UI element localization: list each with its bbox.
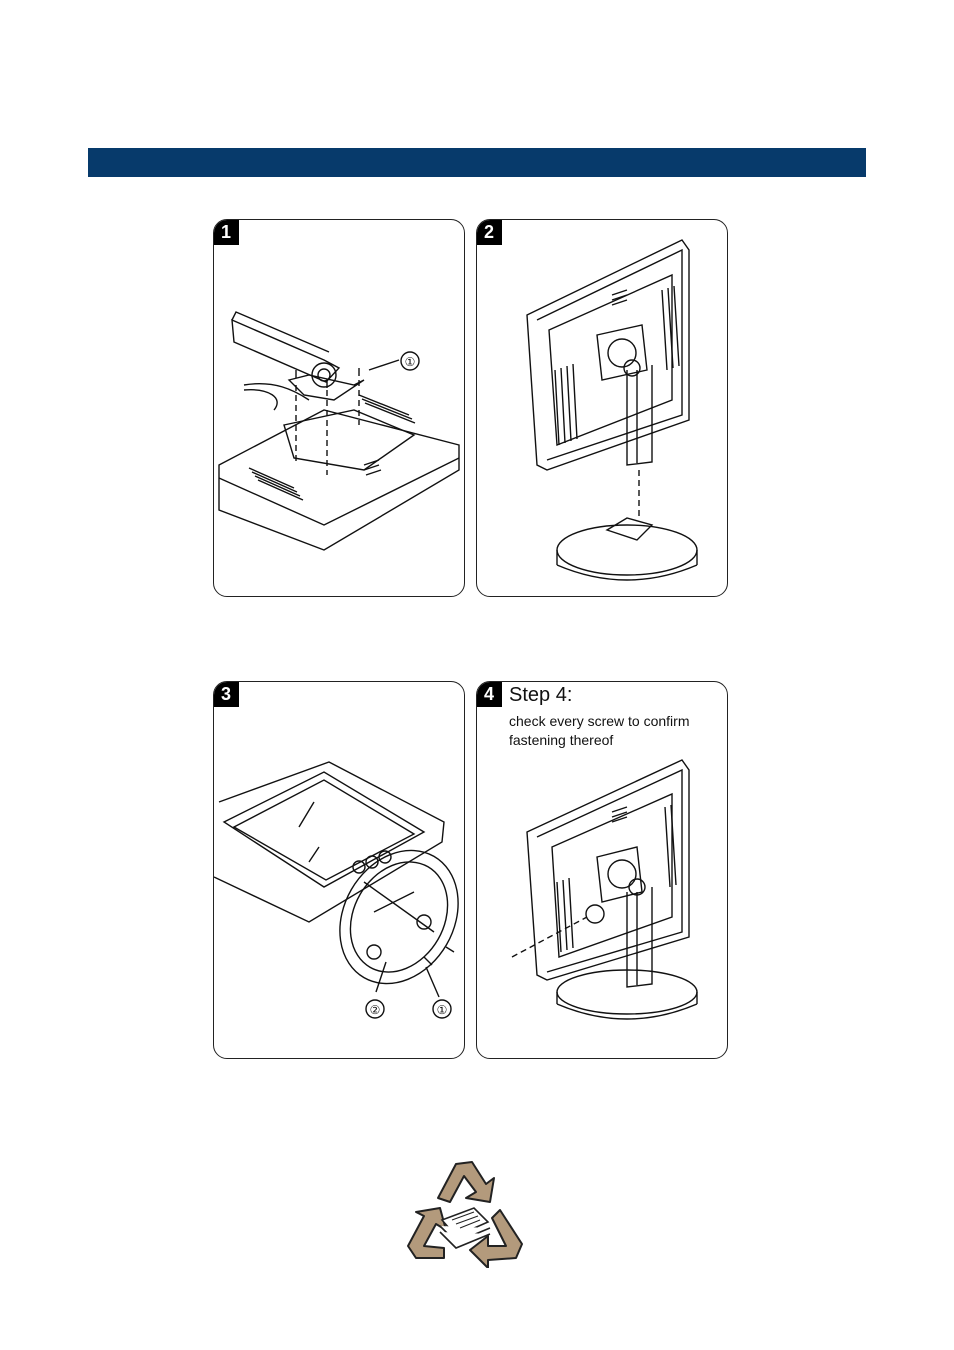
step-4-instructions: check every screw to confirm fastening t… bbox=[509, 712, 724, 750]
callout-1-step3: ① bbox=[437, 1003, 448, 1017]
step-4-panel: 4 Step 4: check every screw to confirm f… bbox=[476, 681, 728, 1059]
recycle-icon bbox=[407, 1161, 523, 1268]
step-2-panel: 2 bbox=[476, 219, 728, 597]
section-header-bar bbox=[88, 148, 866, 177]
step-2-badge: 2 bbox=[477, 220, 502, 245]
step-1-illustration: ① bbox=[218, 311, 460, 551]
step-3-illustration: ② ① bbox=[214, 761, 459, 1019]
step-4-illustration bbox=[511, 759, 698, 1020]
step-4-badge: 4 bbox=[477, 682, 502, 707]
callout-2: ② bbox=[370, 1003, 381, 1017]
step-3-badge: 3 bbox=[214, 682, 239, 707]
step-4-title: Step 4: bbox=[509, 684, 573, 706]
step-4-line-1: check every screw to confirm bbox=[509, 713, 690, 729]
step-2-illustration bbox=[526, 239, 698, 581]
step-4-line-2: fastening thereof bbox=[509, 732, 614, 748]
callout-1: ① bbox=[405, 355, 416, 369]
step-1-panel: 1 ① bbox=[213, 219, 465, 597]
step-3-panel: 3 ② ① bbox=[213, 681, 465, 1059]
step-1-badge: 1 bbox=[214, 220, 239, 245]
